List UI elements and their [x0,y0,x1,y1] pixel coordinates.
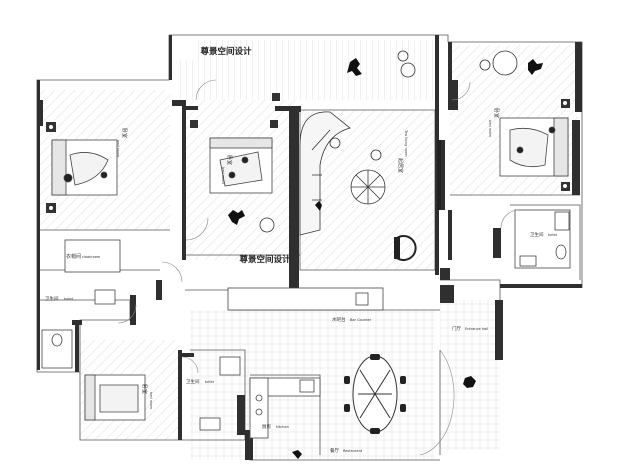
toilet-right-en: toilet [548,233,558,237]
cloakroom-en: cloakroom [82,255,101,259]
living-cn: 起居室 [397,158,404,173]
bar-en: Bar Counter [350,318,372,322]
bedroom-right-en: bed room [488,120,492,137]
entry-cn: 门厅 [452,325,461,332]
bed-left [51,139,118,196]
watermark-top: 尊景空间设计 [200,46,252,57]
toilet-left-en: toilet [64,297,74,301]
bedroom-left-cn: 卧室 [121,128,128,138]
bath-fixtures [41,209,571,431]
cloakroom-cn: 衣帽间 [66,253,81,260]
toilet-mid-cn: 卫生间 [186,378,200,385]
entry-en: Entrance hall [465,327,488,331]
coffee-table [350,169,386,205]
toilet-mid-en: toilet [205,380,215,384]
decor-figures [228,58,543,459]
bed-bottom [84,374,146,421]
living-en: Tea living room [404,129,408,157]
kitchen-cn: 厨房 [262,423,271,430]
toilet-left-cn: 卫生间 [45,295,59,302]
sofa [299,111,351,236]
bedroom-right-cn: 卧室 [493,108,500,118]
chairs [259,50,518,233]
lounge-chair [394,235,417,261]
bedroom-mid-cn: 卧室 [226,155,233,165]
restaurant-cn: 餐厅 [330,447,339,454]
bed-right [499,117,569,177]
stool [370,149,382,161]
kitchen-counters [249,377,321,439]
bed-mid [209,137,273,194]
labels: 尊景空间设计 尊景空间设计 卧室 bed room 卧室 bed room 卧室… [45,46,558,454]
bar-counter [227,287,384,311]
bedroom-bottom-cn: 卧室 [141,384,148,394]
bar-cn: 水吧台 [332,316,346,323]
bedroom-mid-en: bed room [221,167,225,184]
dining-table [344,354,406,434]
column-dots [49,101,567,210]
living-tv-wall [437,140,441,210]
watermark-center: 尊景空间设计 [239,254,291,265]
toilet-right-cn: 卫生间 [530,231,544,238]
kitchen-en: kitchen [276,425,289,429]
restaurant-en: Restaurant [343,449,363,453]
bedroom-left-en: bed room [116,140,120,157]
door-swings [117,79,520,456]
bedroom-bottom-en: bed room [149,392,153,409]
